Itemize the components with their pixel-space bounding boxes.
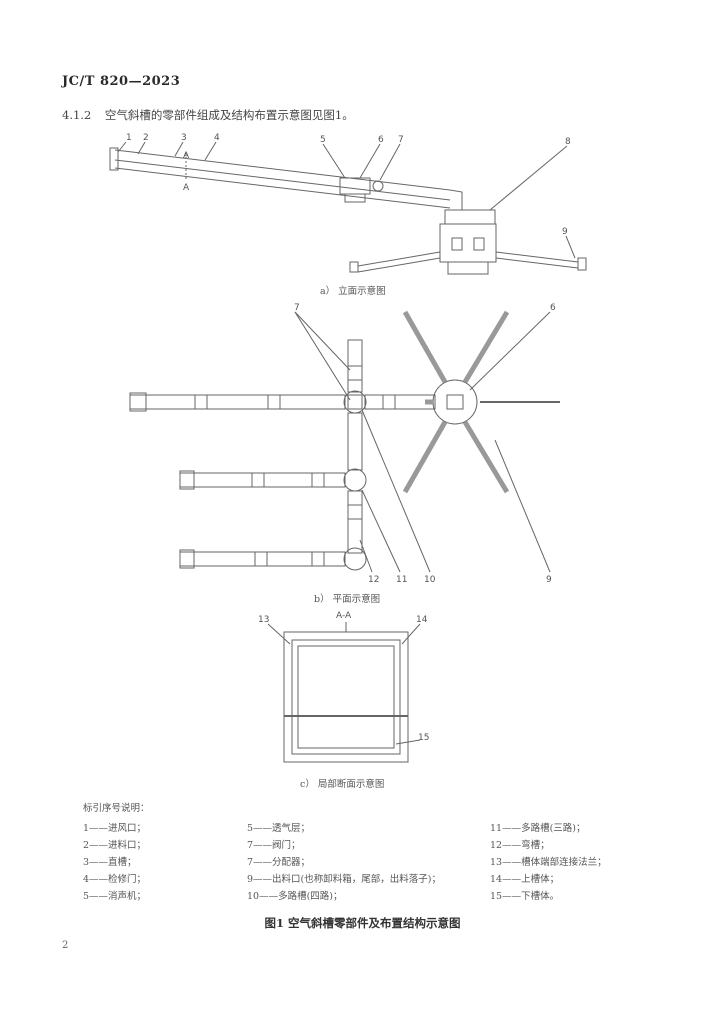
legend-item: 7——分配器；	[247, 857, 311, 868]
callout-c-14: 14	[416, 615, 428, 625]
legend-item: 11——多路槽(三路)；	[490, 823, 586, 834]
outlet-window-left	[451, 237, 463, 251]
legend-title: 标引序号说明：	[83, 803, 150, 814]
callout-b-9: 9	[546, 575, 552, 585]
elevation-view: 1 2 3 4 5 6 7 8 9 A A	[109, 133, 587, 275]
trough-bottom-edge	[114, 167, 451, 209]
legend-item: 7——阀门；	[247, 840, 301, 851]
legend-item: 3——直槽；	[83, 857, 137, 868]
radial-arm-se	[462, 420, 510, 494]
caption-a: a） 立面示意图	[320, 286, 386, 297]
trough-mid-edge	[114, 159, 451, 201]
radial-distributor	[432, 379, 478, 425]
callout-a-1: 1	[126, 133, 132, 143]
callout-b-7: 7	[294, 303, 300, 313]
callout-a-5: 5	[320, 135, 326, 145]
plan-spine-bottom	[347, 490, 363, 554]
radial-arm-nw	[402, 310, 448, 384]
section-outer	[291, 639, 401, 755]
leg-left-bottom	[357, 257, 441, 273]
callout-b-6: 6	[550, 303, 556, 313]
plan-spine-mid	[347, 412, 363, 471]
leg-right-top	[495, 251, 579, 263]
leg-left-end	[349, 261, 359, 273]
section-flange	[283, 631, 409, 763]
callout-c-15: 15	[418, 733, 429, 743]
outlet-box	[439, 223, 497, 263]
three-way-junction	[343, 468, 367, 492]
legend-col-1: 1——进风口； 2——进料口； 3——直槽； 4——检修门； 5——消声机；	[83, 820, 146, 905]
outlet-base	[447, 261, 489, 275]
callout-a-2: 2	[143, 133, 149, 143]
callout-b-11: 11	[396, 575, 407, 585]
legend-item: 13——槽体端部连接法兰；	[490, 857, 607, 868]
legend-col-3: 11——多路槽(三路)； 12——弯槽； 13——槽体端部连接法兰； 14——上…	[490, 820, 607, 905]
plan-trough-row-3	[179, 551, 346, 567]
section-view: A-A 13 14 15	[258, 611, 429, 763]
legend-item: 15——下槽体。	[490, 891, 560, 902]
clause-line: 4.1.2 空气斜槽的零部件组成及结构布置示意图见图1。	[62, 107, 354, 123]
leg-left-top	[357, 251, 441, 267]
legend-item: 9——出料口(也称卸料箱，尾部，出料落子)；	[247, 874, 441, 885]
feed-box	[444, 209, 496, 225]
plan-trough-row-2	[179, 472, 346, 488]
valve-block	[344, 193, 366, 203]
outlet-window-right	[473, 237, 485, 251]
plan-trough-row-1-left	[129, 394, 346, 410]
callout-a-6: 6	[378, 135, 384, 145]
legend-col-2: 5——透气层； 7——阀门； 7——分配器； 9——出料口(也称卸料箱，尾部，出…	[247, 820, 441, 905]
page-number: 2	[62, 940, 69, 951]
elbow-trough	[343, 547, 367, 571]
callout-c-13: 13	[258, 615, 269, 625]
clause-number: 4.1.2	[62, 108, 92, 122]
callout-b-12: 12	[368, 575, 379, 585]
leg-right-bottom	[495, 257, 579, 269]
legend-item: 5——消声机；	[83, 891, 147, 902]
valve-wheel	[372, 180, 384, 192]
callout-a-4: 4	[214, 133, 220, 143]
legend-item: 4——检修门；	[83, 874, 147, 885]
section-mark-bottom: A	[183, 183, 190, 193]
air-inlet	[109, 147, 119, 171]
section-label: A-A	[336, 611, 352, 621]
radial-arm-sw	[402, 420, 448, 494]
section-mark-top: A	[183, 151, 190, 161]
caption-b: b） 平面示意图	[314, 594, 381, 605]
legend-item: 1——进风口；	[83, 823, 147, 834]
legend-item: 5——透气层；	[247, 823, 311, 834]
doc-code: JC/T 820—2023	[62, 74, 181, 89]
legend-item: 14——上槽体；	[490, 874, 560, 885]
callout-a-9: 9	[562, 227, 568, 237]
callout-a-7: 7	[398, 135, 404, 145]
clause-text: 空气斜槽的零部件组成及结构布置示意图见图1。	[104, 108, 354, 122]
plan-view: 7 6 12 11 10 9	[129, 303, 560, 585]
caption-c: c） 局部断面示意图	[300, 779, 385, 790]
leg-right-end	[577, 257, 587, 271]
legend-item: 10——多路槽(四路)；	[247, 891, 343, 902]
plan-end-1	[129, 392, 147, 412]
legend-item: 12——弯槽；	[490, 840, 550, 851]
four-way-junction-1	[343, 390, 367, 414]
trough-top-edge	[114, 149, 451, 191]
callout-a-8: 8	[565, 137, 571, 147]
callout-b-10: 10	[424, 575, 436, 585]
drop-pipe	[449, 189, 463, 210]
callout-a-3: 3	[181, 133, 187, 143]
figure-title: 图1 空气斜槽零部件及布置结构示意图	[264, 916, 461, 930]
plan-trough-row-1-mid	[364, 394, 436, 410]
legend-item: 2——进料口；	[83, 840, 147, 851]
section-inner	[297, 645, 395, 749]
radial-arm-ne	[462, 310, 510, 384]
